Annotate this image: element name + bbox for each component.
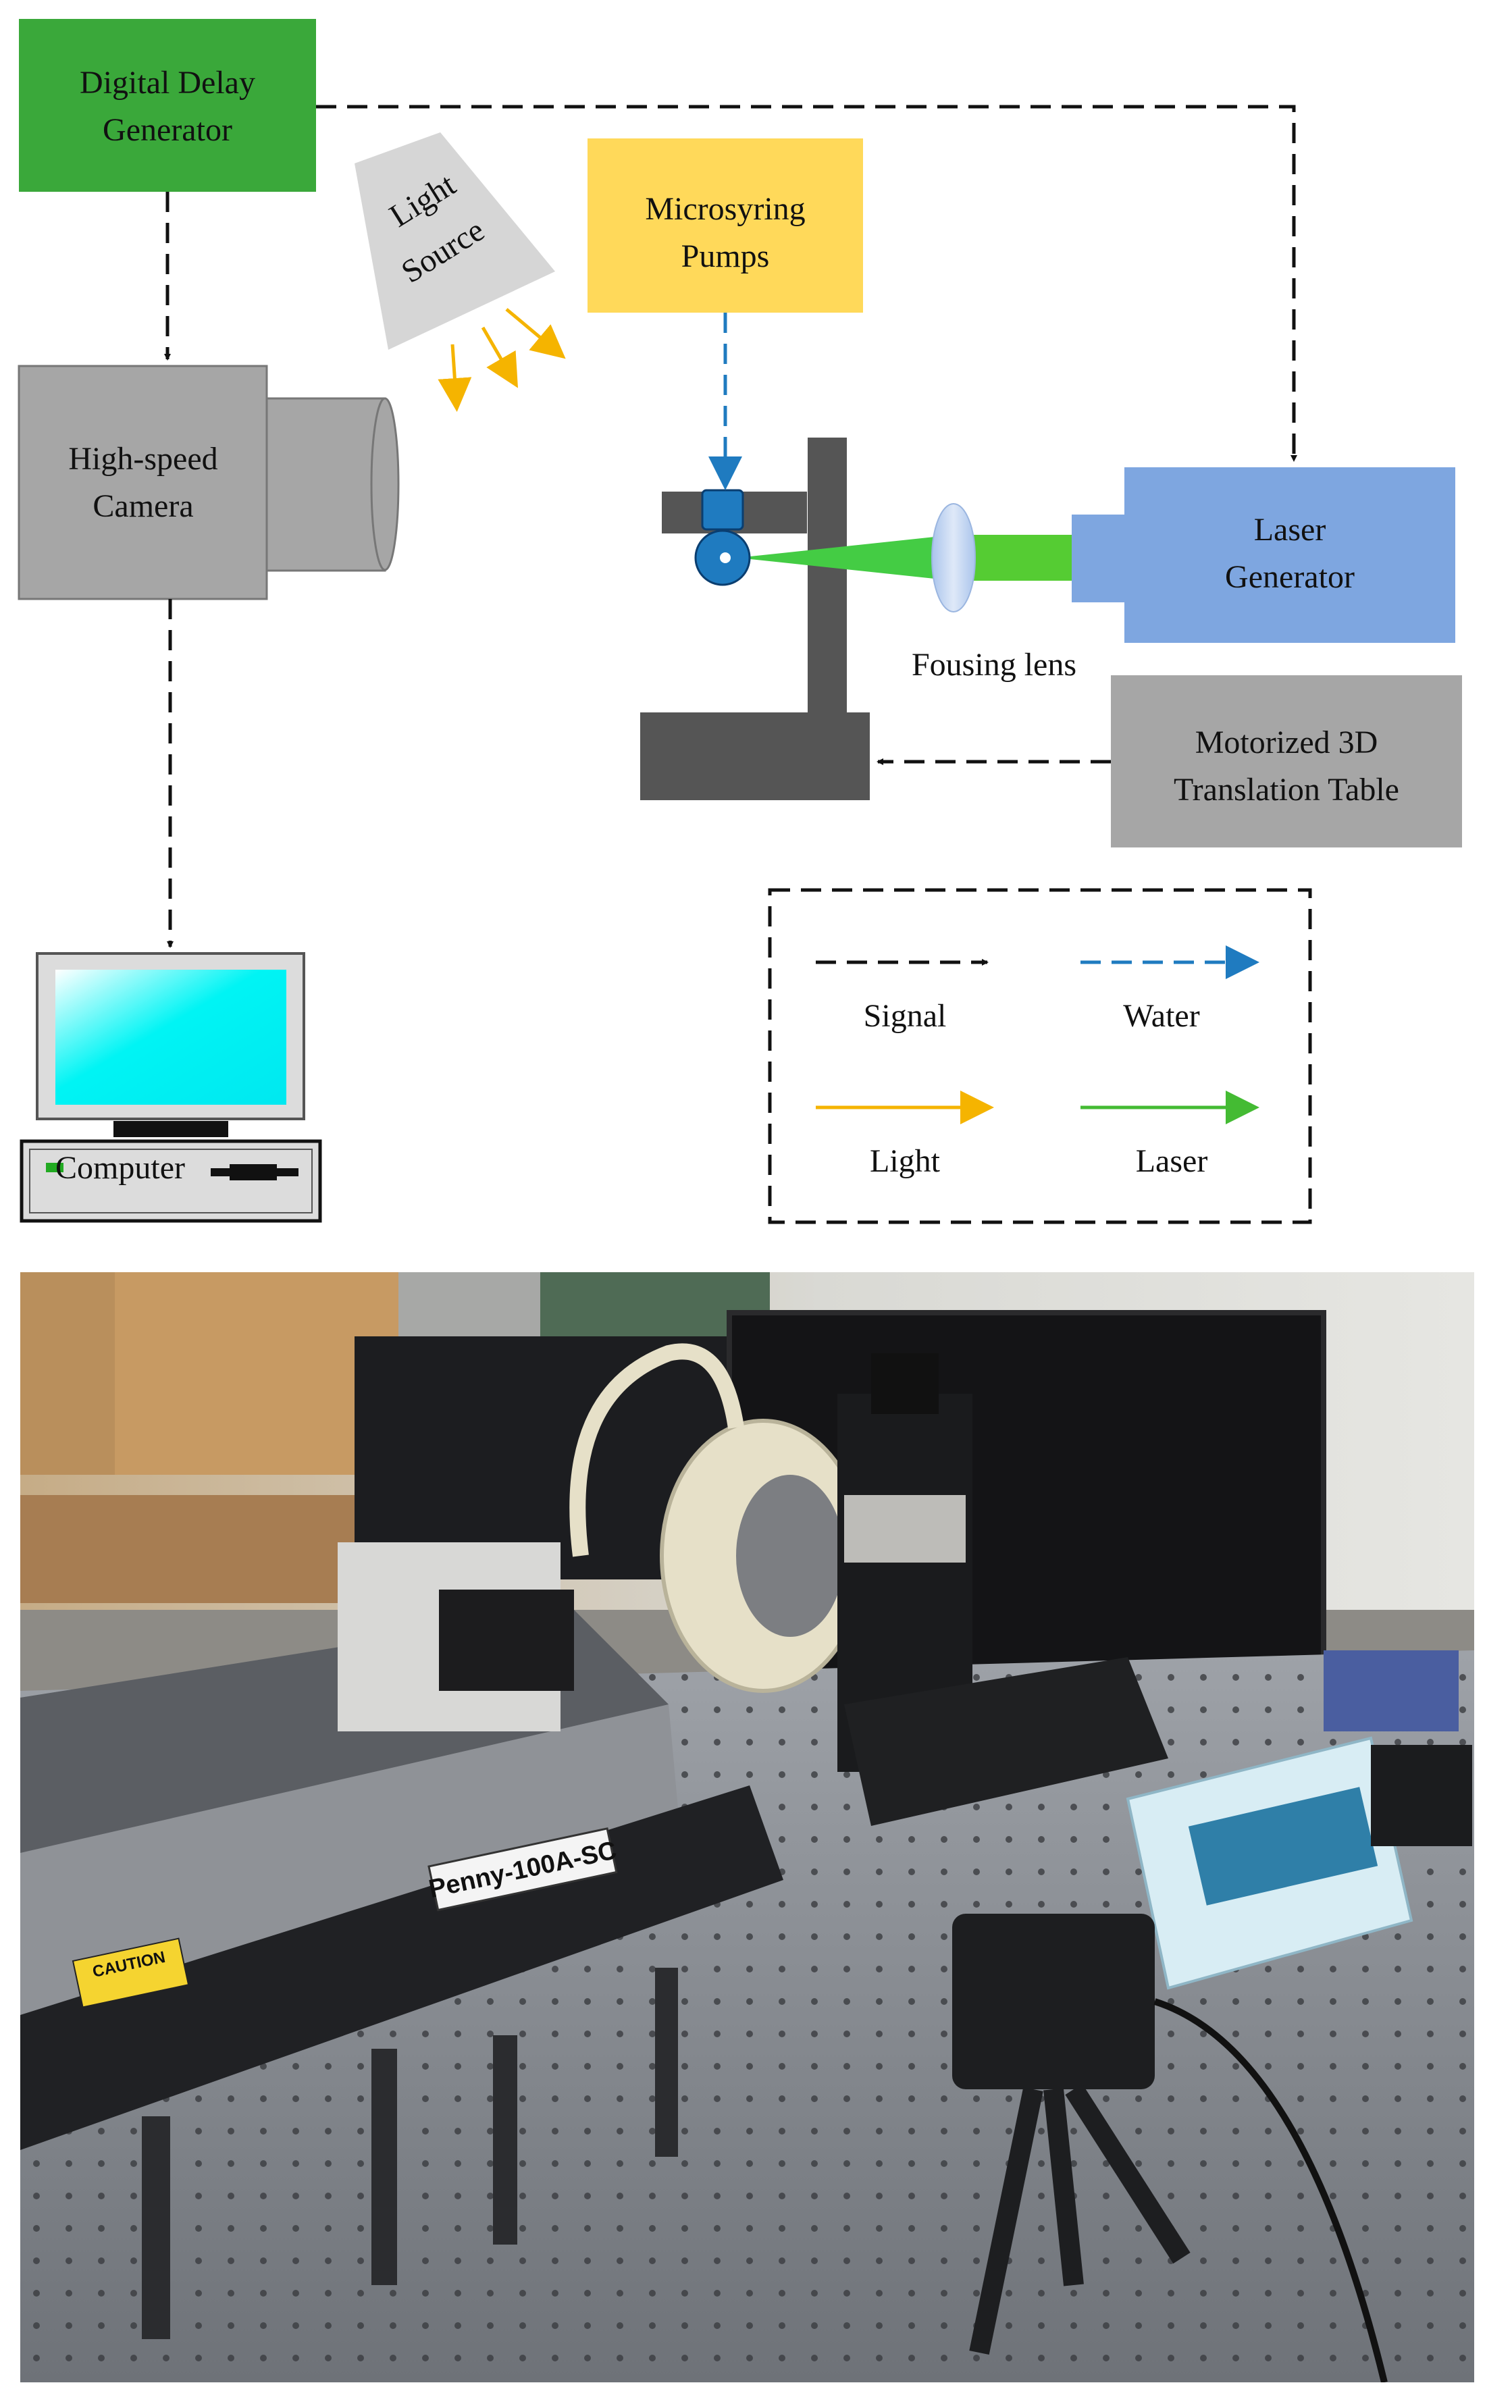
caution-sticker: CAUTION <box>72 1937 190 2008</box>
right-adapter <box>1371 1745 1472 1846</box>
computer-label: Computer <box>55 1150 185 1186</box>
computer: Computer <box>20 952 322 1223</box>
legend-water-label: Water <box>1123 998 1199 1034</box>
pumps-label-line1: Microsyring <box>645 191 805 227</box>
legend-light-label: Light <box>870 1143 941 1179</box>
cardboard-box-center <box>115 1272 398 1475</box>
laser-cone <box>737 535 954 581</box>
high-speed-camera: High-speed Camera <box>18 365 400 600</box>
stage-plate <box>844 1495 966 1563</box>
camera-label-line2: Camera <box>93 488 193 524</box>
cardboard-box-left <box>20 1272 115 1475</box>
setup-photograph: Penny-100A-SC CAUTION <box>20 1272 1474 2382</box>
digital-delay-generator: Digital Delay Generator <box>19 19 316 192</box>
droplet-nozzle <box>694 489 751 586</box>
tripod-leg-1 <box>969 2087 1043 2355</box>
translation-stage-base <box>844 1657 1168 1826</box>
lamp-reflector <box>736 1475 844 1637</box>
light-ray-3 <box>505 308 566 359</box>
laser-generator: Laser Generator <box>1072 467 1455 643</box>
lamp-yoke <box>569 1343 744 1557</box>
tripod-leg-3 <box>1065 2083 1191 2264</box>
translation-table: Motorized 3D Translation Table <box>1111 675 1462 847</box>
ddg-label-line1: Digital Delay <box>80 65 255 101</box>
signal-ddg-to-laser <box>316 105 1297 462</box>
sample-holder-stand <box>640 438 870 800</box>
schematic-diagram: Digital Delay Generator Light Source Mic… <box>18 19 1462 1224</box>
stage-motor <box>871 1353 939 1414</box>
light-source: Light Source <box>355 132 566 412</box>
legend-laser-label: Laser <box>1136 1143 1208 1179</box>
legend-box <box>768 888 1312 1224</box>
legend: Signal Water Light Laser <box>768 888 1312 1224</box>
post-4 <box>655 1968 678 2157</box>
light-ray-2 <box>481 326 519 388</box>
laser-gen-label-line2: Generator <box>1225 559 1355 595</box>
post-1 <box>142 2116 170 2339</box>
post-3 <box>493 2035 517 2245</box>
lower-box <box>20 1495 398 1603</box>
pumps-label-line2: Pumps <box>681 238 770 274</box>
fan-unit <box>952 1914 1155 2089</box>
laser-housing-side <box>20 1704 682 2035</box>
lens-label: Fousing lens <box>912 647 1076 683</box>
table-label-line1: Motorized 3D <box>1195 725 1378 760</box>
microsyringe-pumps: Microsyring Pumps <box>588 138 863 313</box>
post-2 <box>371 2049 397 2285</box>
power-cable <box>1153 1998 1388 2382</box>
right-device <box>1324 1650 1459 1731</box>
legend-signal-label: Signal <box>864 998 947 1034</box>
tripod-leg-2 <box>1043 2088 1084 2286</box>
laser-gen-label-line1: Laser <box>1254 512 1326 548</box>
light-ray-1 <box>438 344 472 412</box>
focusing-lens <box>931 503 976 612</box>
setup-photo-illustration: Penny-100A-SC CAUTION <box>20 1272 1474 2382</box>
camera-lens <box>439 1590 574 1691</box>
table-label-line2: Translation Table <box>1174 772 1399 808</box>
ddg-label-line2: Generator <box>103 112 232 148</box>
pump-panel <box>1188 1787 1378 1906</box>
camera-label-line1: High-speed <box>68 441 217 477</box>
